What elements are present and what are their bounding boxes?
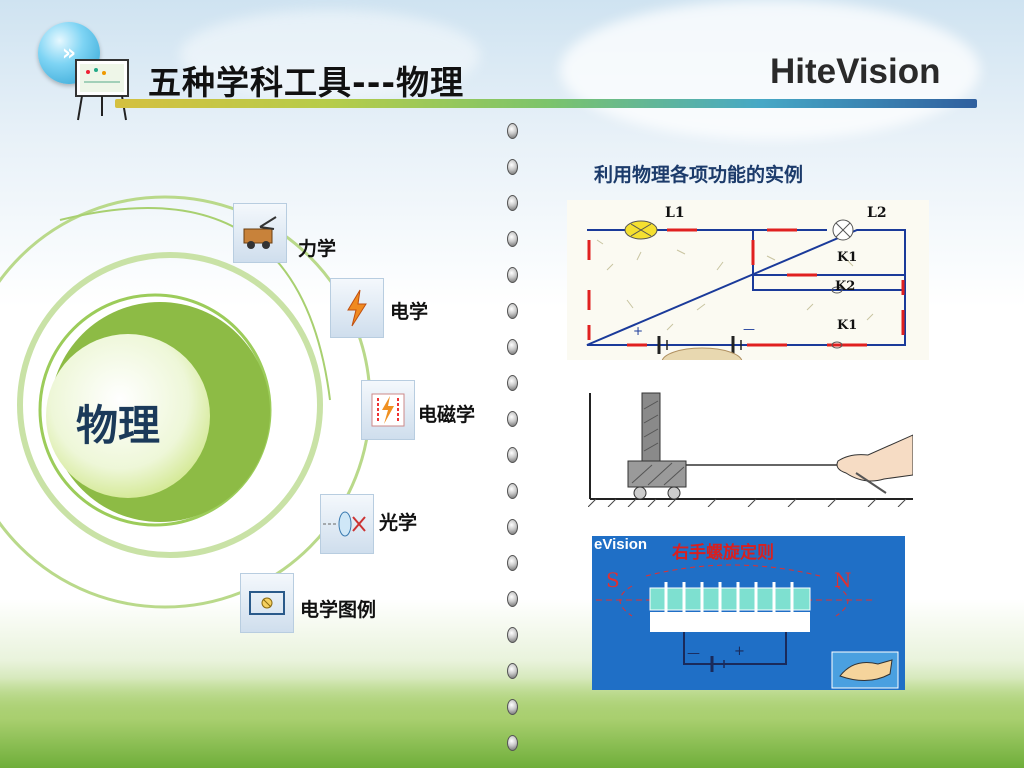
circuit-label-l1: L1 [665,205,685,221]
battery-plus: + [633,324,644,338]
physics-ring-diagram [0,195,372,609]
pole-s: S [606,568,620,592]
whiteboard-icon [75,59,129,121]
center-label: 物理 [76,401,161,450]
item-label-circuit-legend: 电学图例 [300,599,377,621]
circuit-label-k1-bottom: K1 [837,318,858,333]
plus-sign: + [734,644,745,659]
battery-minus: — [743,322,755,336]
lens-icon[interactable] [320,494,374,554]
brand-logo: HiteVision [770,52,941,91]
examples-title: 利用物理各项功能的实例 [594,164,804,186]
item-label-electricity: 电学 [390,301,429,323]
circuit-label-l2: L2 [867,205,887,221]
circuit-label-k2: K2 [835,279,856,294]
cart-force-icon[interactable] [233,203,287,263]
grass-background [0,678,1024,768]
mechanics-example-panel[interactable] [588,389,913,507]
item-label-electromagnetism: 电磁学 [418,404,476,426]
brand-fragment: eVision [594,536,648,553]
lightning-icon[interactable] [330,278,384,338]
circuit-symbol-icon[interactable] [240,573,294,633]
pole-n: N [834,568,852,592]
item-label-mechanics: 力学 [298,238,337,260]
page-title: 五种学科工具---物理 [148,63,465,102]
rule-title: 右手螺旋定则 [672,543,774,563]
cloud-decoration [560,0,980,140]
title-underline [115,99,977,108]
circuit-label-k1-top: K1 [837,250,858,265]
cloud-decoration [180,10,480,100]
item-label-optics: 光学 [379,512,418,534]
electromagnet-example-panel[interactable]: eVision 右手螺旋定则 S N — + [592,536,905,690]
circuit-example-panel[interactable]: L1 L2 K1 K2 K1 + — [567,200,929,360]
minus-sign: — [687,646,700,661]
electromagnet-icon[interactable] [361,380,415,440]
